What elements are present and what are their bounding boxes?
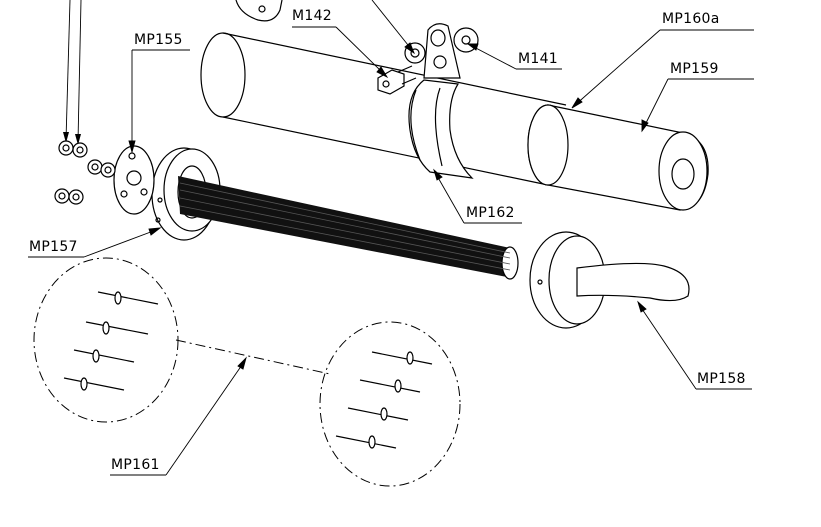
label-mp157: MP157 [29,239,78,255]
label-mp155: MP155 [134,32,183,48]
label-mp162: MP162 [466,205,515,221]
top-flange-partial [235,0,283,22]
clamp-bracket [408,23,474,179]
handle [529,231,690,329]
hex-bolt [377,65,417,95]
hex-nuts [54,140,116,205]
outer-tube [200,32,569,186]
rivet-group-link [175,339,331,375]
rivet-group-right [319,321,461,487]
label-mp158: MP158 [697,371,746,387]
leader-lines [28,0,754,476]
flange-plate [113,145,155,215]
label-mp159: MP159 [670,61,719,77]
label-m142: M142 [292,8,332,24]
nut-leader-arrows [63,0,82,145]
splined-shaft [178,176,519,280]
label-mp161: MP161 [111,457,160,473]
inner-tube [527,104,709,211]
rivet-group-left [33,257,179,423]
label-mp160a: MP160a [662,11,720,27]
label-m141: M141 [518,51,558,67]
